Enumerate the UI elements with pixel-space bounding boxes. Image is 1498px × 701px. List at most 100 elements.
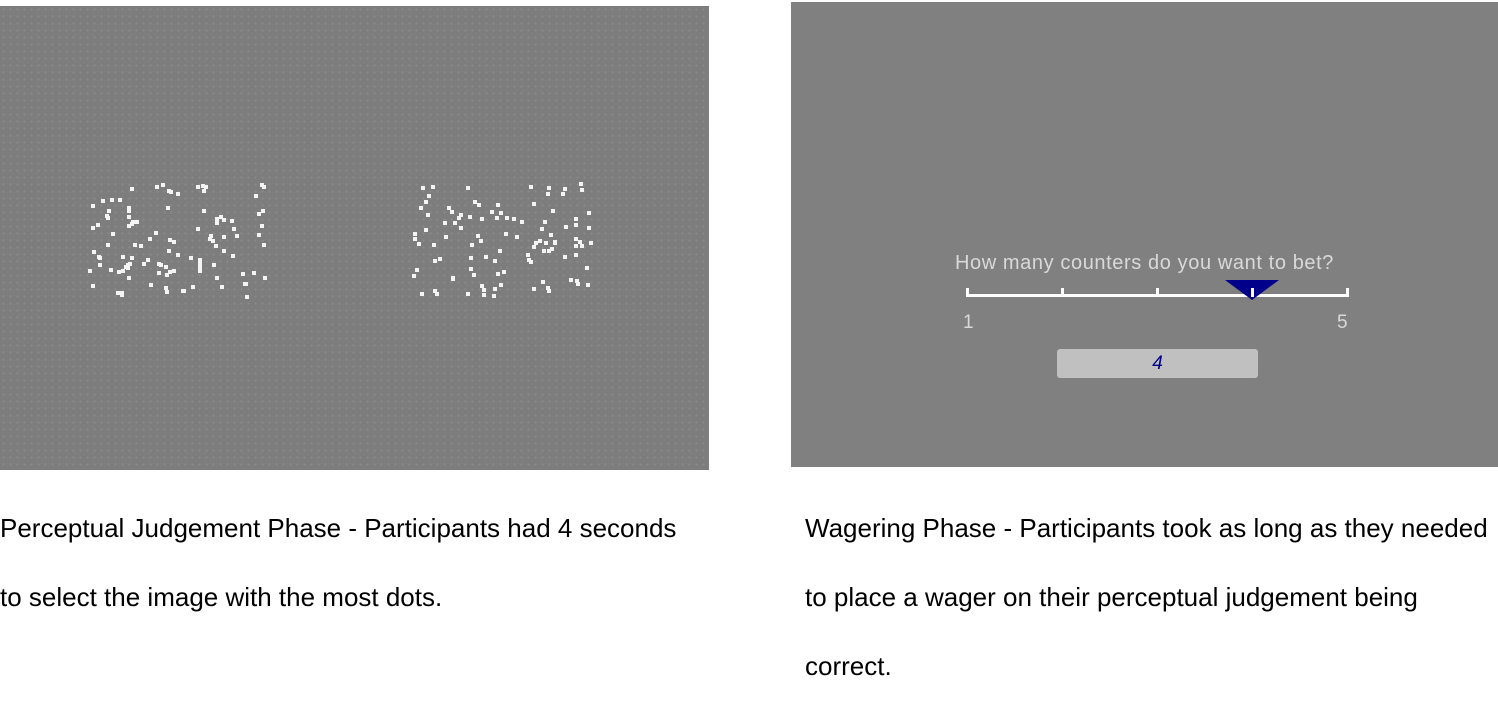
stimulus-dot xyxy=(587,211,591,215)
stimulus-dot xyxy=(433,289,437,293)
stimulus-dot xyxy=(198,258,202,262)
stimulus-dot xyxy=(260,183,264,187)
stimulus-dot xyxy=(476,234,480,238)
stimulus-dot xyxy=(496,203,500,207)
stimulus-dot xyxy=(211,239,215,243)
stimulus-dot xyxy=(551,209,555,213)
stimulus-dot xyxy=(262,185,266,189)
stimulus-dot xyxy=(421,186,425,190)
stimulus-dot xyxy=(495,216,499,220)
stimulus-dot xyxy=(196,185,200,189)
stimulus-dot xyxy=(564,225,568,229)
stimulus-dot xyxy=(561,192,565,196)
stimulus-dot xyxy=(257,212,261,216)
stimulus-dot xyxy=(189,256,193,260)
stimulus-dot xyxy=(549,233,553,237)
stimulus-dot xyxy=(585,266,589,270)
stimulus-dot xyxy=(109,268,113,272)
stimulus-dot xyxy=(148,237,152,241)
stimulus-dot xyxy=(589,241,593,245)
stimulus-dot xyxy=(127,206,131,210)
stimulus-dot xyxy=(106,216,110,220)
stimulus-dot xyxy=(426,213,430,217)
stimulus-dot xyxy=(547,186,551,190)
stimulus-dot xyxy=(512,217,516,221)
stimulus-dot xyxy=(91,284,95,288)
stimulus-dot xyxy=(504,232,508,236)
stimulus-dot xyxy=(157,262,161,266)
stimulus-dot xyxy=(201,184,205,188)
stimulus-dot xyxy=(128,262,132,266)
stimulus-dot xyxy=(473,200,477,204)
stimulus-dot xyxy=(459,213,463,217)
stimulus-dot xyxy=(529,185,533,189)
stimulus-dot xyxy=(569,278,573,282)
stimulus-dot xyxy=(479,239,483,243)
stimulus-dot xyxy=(176,253,180,257)
stimulus-dot xyxy=(419,206,423,210)
wager-slider[interactable] xyxy=(966,280,1349,300)
stimulus-dot xyxy=(215,221,219,225)
stimulus-dot xyxy=(469,256,473,260)
stimulus-dot xyxy=(232,227,236,231)
stimulus-dot xyxy=(165,273,169,277)
stimulus-dot xyxy=(443,221,447,225)
stimulus-dot xyxy=(135,220,139,224)
dot-image-right[interactable] xyxy=(410,182,595,300)
stimulus-dot xyxy=(260,224,264,228)
stimulus-dot xyxy=(167,189,171,193)
wager-value-button[interactable]: 4 xyxy=(1057,349,1258,378)
stimulus-dot xyxy=(438,257,442,261)
stimulus-dot xyxy=(91,226,95,230)
stimulus-dot xyxy=(107,209,111,213)
stimulus-dot xyxy=(120,293,124,297)
scale-tick xyxy=(1156,288,1159,297)
stimulus-dot xyxy=(451,276,455,280)
stimulus-dot xyxy=(580,244,584,248)
stimulus-dot xyxy=(182,289,186,293)
stimulus-dot xyxy=(91,204,95,208)
stimulus-dot xyxy=(252,271,256,275)
stimulus-dot xyxy=(466,292,470,296)
stimulus-dot xyxy=(547,249,551,253)
stimulus-dot xyxy=(222,218,226,222)
dot-image-left[interactable] xyxy=(88,182,273,300)
stimulus-dot xyxy=(222,235,226,239)
stimulus-dot xyxy=(578,240,582,244)
stimulus-dot xyxy=(101,199,105,203)
stimulus-dot xyxy=(459,226,463,230)
stimulus-dot xyxy=(574,237,578,241)
stimulus-dot xyxy=(541,280,545,284)
stimulus-dot xyxy=(167,249,171,253)
stimulus-dot xyxy=(164,265,168,269)
stimulus-dot xyxy=(480,217,484,221)
wager-question: How many counters do you want to bet? xyxy=(954,252,1335,274)
stimulus-dot xyxy=(131,220,135,224)
stimulus-dot xyxy=(212,263,216,267)
stimulus-dot xyxy=(415,268,419,272)
stimulus-dot xyxy=(121,269,125,273)
wagering-screen: How many counters do you want to bet? 1 … xyxy=(791,2,1498,467)
stimulus-dot xyxy=(499,283,503,287)
stimulus-dot xyxy=(563,255,567,259)
stimulus-dot xyxy=(245,295,249,299)
stimulus-dot xyxy=(241,272,245,276)
stimulus-dot xyxy=(453,221,457,225)
scale-tick xyxy=(966,288,969,297)
stimulus-dot xyxy=(161,183,165,187)
stimulus-dot xyxy=(169,190,173,194)
stimulus-dot xyxy=(130,222,134,226)
stimulus-dot xyxy=(172,269,176,273)
stimulus-dot xyxy=(191,285,195,289)
stimulus-dot xyxy=(515,235,519,239)
stimulus-dot xyxy=(142,262,146,266)
perceptual-phase-caption: Perceptual Judgement Phase - Participant… xyxy=(0,513,677,612)
stimulus-dot xyxy=(133,243,137,247)
stimulus-dot xyxy=(553,240,557,244)
stimulus-dot xyxy=(532,202,536,206)
stimulus-dot xyxy=(469,267,473,271)
stimulus-dot xyxy=(427,194,431,198)
stimulus-dot xyxy=(202,209,206,213)
stimulus-dot xyxy=(586,283,590,287)
stimulus-dot xyxy=(124,265,128,269)
